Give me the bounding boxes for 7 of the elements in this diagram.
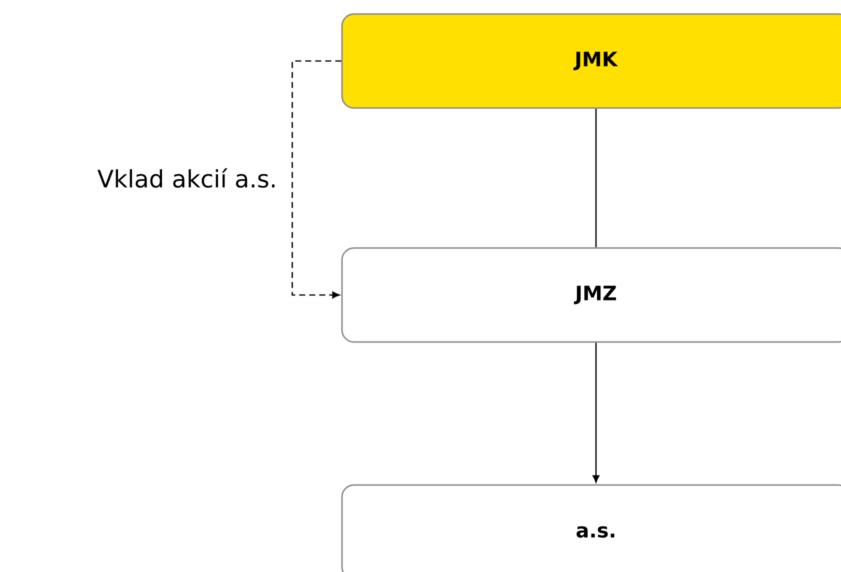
edge-label: Vklad akcií a.s. [97,168,274,188]
connector-line [595,108,597,248]
org-box: a.s. [341,484,841,572]
org-box: JMK [341,13,841,109]
dashed-arrow [292,60,342,298]
arrow [592,342,600,483]
org-box: JMZ [341,247,841,343]
